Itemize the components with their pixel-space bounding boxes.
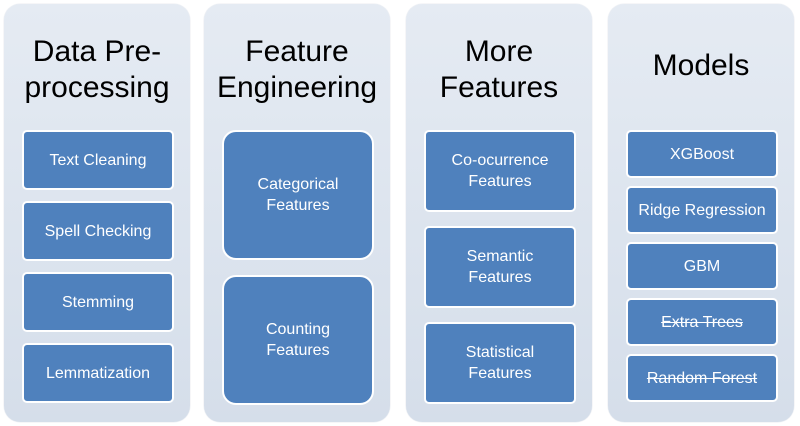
- item-lemmatization: Lemmatization: [22, 343, 174, 403]
- item-spell-checking: Spell Checking: [22, 201, 174, 261]
- column-title: Data Pre- processing: [24, 35, 170, 104]
- item-counting-features: Counting Features: [222, 275, 374, 405]
- item-semantic-features: Semantic Features: [424, 226, 576, 308]
- column-feature-engineering: Feature Engineering Categorical Features…: [204, 4, 390, 422]
- item-extra-trees: Extra Trees: [626, 298, 778, 346]
- item-stemming: Stemming: [22, 272, 174, 332]
- column-title: More Features: [439, 35, 559, 104]
- item-text-cleaning: Text Cleaning: [22, 130, 174, 190]
- column-more-features: More Features Co-ocurrence Features Sema…: [406, 4, 592, 422]
- item-ridge-regression: Ridge Regression: [626, 186, 778, 234]
- column-data-preprocessing: Data Pre- processing Text Cleaning Spell…: [4, 4, 190, 422]
- item-gbm: GBM: [626, 242, 778, 290]
- item-xgboost: XGBoost: [626, 130, 778, 178]
- item-random-forest: Random Forest: [626, 354, 778, 402]
- item-cooccurrence-features: Co-ocurrence Features: [424, 130, 576, 212]
- item-categorical-features: Categorical Features: [222, 130, 374, 260]
- column-title: Models: [652, 49, 750, 82]
- column-models: Models XGBoost Ridge Regression GBM Extr…: [608, 4, 794, 422]
- column-title: Feature Engineering: [216, 35, 378, 104]
- item-statistical-features: Statistical Features: [424, 322, 576, 404]
